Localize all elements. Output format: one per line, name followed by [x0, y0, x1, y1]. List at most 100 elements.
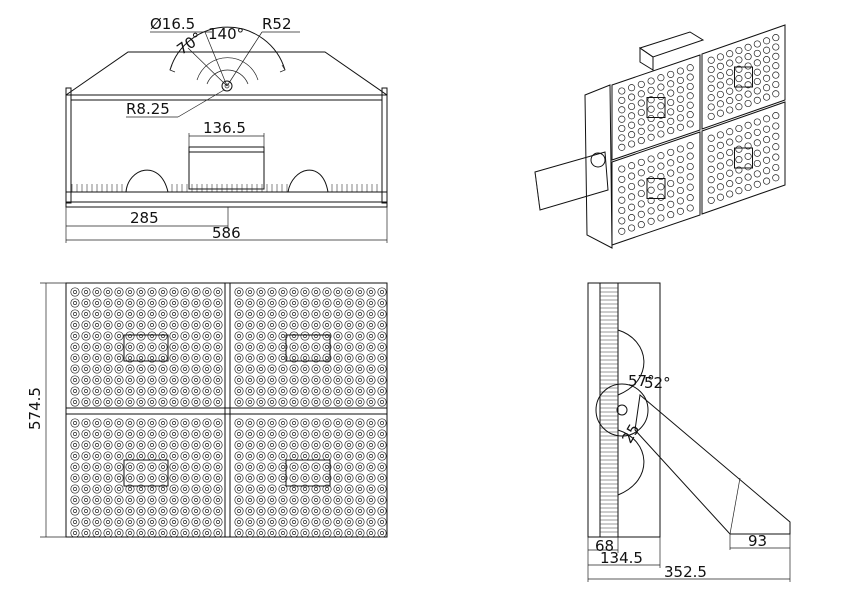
led-core [161, 378, 165, 382]
led-core [347, 301, 351, 305]
led-core [194, 443, 198, 447]
led-core [292, 345, 296, 349]
led-core [106, 323, 110, 327]
led-core [205, 432, 209, 436]
led-core [172, 454, 176, 458]
led-lens [256, 451, 266, 461]
led-core [347, 345, 351, 349]
led-core [281, 378, 285, 382]
led-lens [125, 375, 135, 385]
led-lens [355, 418, 365, 428]
led-core [216, 454, 220, 458]
led-core [281, 367, 285, 371]
led-core [292, 465, 296, 469]
led-core [380, 443, 384, 447]
iso-led [707, 134, 715, 142]
iso-led [753, 170, 761, 178]
led-core [347, 531, 351, 535]
led-lens [191, 418, 201, 428]
led-lens [289, 429, 299, 439]
led-lens [114, 287, 124, 297]
iso-led [676, 207, 684, 215]
led-lens [92, 342, 102, 352]
iso-led [744, 163, 752, 171]
led-lens [169, 342, 179, 352]
led-lens [366, 353, 376, 363]
iso-led [647, 217, 655, 225]
led-lens [136, 495, 146, 505]
iso-led [735, 103, 743, 111]
led-core [237, 498, 241, 502]
led-lens [158, 397, 168, 407]
led-lens [344, 375, 354, 385]
led-core [172, 378, 176, 382]
dim-3525: 352.5 [664, 563, 707, 581]
led-lens [169, 451, 179, 461]
led-lens [213, 462, 223, 472]
iso-led [753, 40, 761, 48]
iso-led [628, 162, 636, 170]
led-lens [234, 309, 244, 319]
led-lens [169, 429, 179, 439]
led-lens [245, 440, 255, 450]
iso-led [667, 211, 675, 219]
led-lens [136, 309, 146, 319]
led-lens [191, 298, 201, 308]
led-lens [355, 517, 365, 527]
led-lens [92, 309, 102, 319]
led-core [84, 443, 88, 447]
side-bracket [584, 84, 613, 249]
led-lens [114, 495, 124, 505]
led-lens [234, 320, 244, 330]
led-core [358, 443, 362, 447]
led-core [216, 356, 220, 360]
led-core [84, 290, 88, 294]
led-core [325, 334, 329, 338]
led-lens [333, 506, 343, 516]
led-lens [278, 342, 288, 352]
led-core [150, 509, 154, 513]
led-core [292, 498, 296, 502]
iso-led [707, 165, 715, 173]
led-core [128, 520, 132, 524]
led-core [172, 520, 176, 524]
led-lens [213, 364, 223, 374]
led-lens [366, 429, 376, 439]
led-core [106, 378, 110, 382]
led-core [150, 378, 154, 382]
led-lens [202, 331, 212, 341]
led-lens [267, 484, 277, 494]
module-label-3 [123, 459, 169, 487]
led-core [73, 465, 77, 469]
led-core [336, 432, 340, 436]
led-core [270, 400, 274, 404]
led-lens [289, 495, 299, 505]
led-lens [92, 397, 102, 407]
led-lens [245, 495, 255, 505]
led-core [358, 323, 362, 327]
led-lens [202, 473, 212, 483]
led-core [84, 334, 88, 338]
led-core [281, 421, 285, 425]
led-lens [377, 287, 387, 297]
iso-led [772, 153, 780, 161]
led-lens [180, 397, 190, 407]
led-lens [92, 298, 102, 308]
iso-led [726, 159, 734, 167]
iso-led [667, 200, 675, 208]
led-core [369, 531, 373, 535]
led-core [358, 345, 362, 349]
led-core [270, 454, 274, 458]
led-core [95, 454, 99, 458]
led-core [216, 345, 220, 349]
led-lens [180, 364, 190, 374]
led-lens [278, 418, 288, 428]
iso-led [618, 196, 626, 204]
iso-led [618, 175, 626, 183]
led-core [292, 454, 296, 458]
led-lens [322, 397, 332, 407]
led-core [205, 367, 209, 371]
led-lens [158, 462, 168, 472]
side-back-plate [587, 282, 601, 538]
led-core [73, 487, 77, 491]
